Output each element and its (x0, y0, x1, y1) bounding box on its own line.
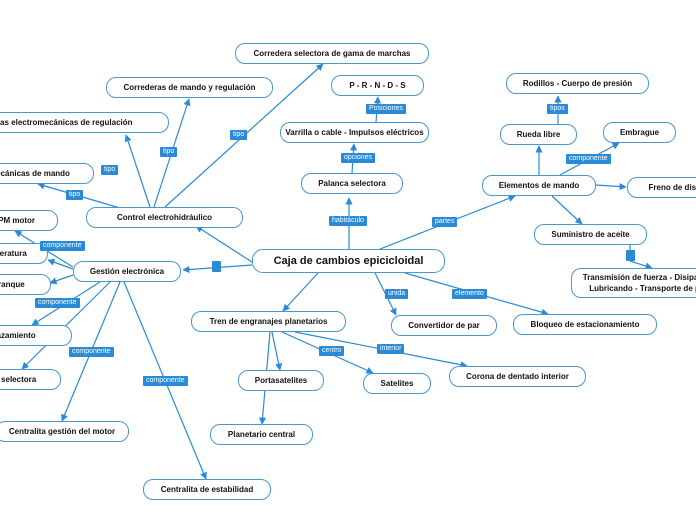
node-suministro-aceite[interactable]: Suministro de aceite (534, 224, 647, 245)
node-convertidor-par[interactable]: Convertidor de par (391, 315, 497, 336)
label-opciones: opciones (341, 153, 376, 163)
node-gestion-electronica[interactable]: Gestión electrónica (73, 261, 181, 282)
label-componente-estabilidad: componente (143, 376, 188, 386)
node-rueda-libre[interactable]: Rueda libre (500, 124, 577, 145)
node-valvulas-mando[interactable]: Válvulas electromecánicas de mando (0, 163, 94, 184)
connector-line (49, 274, 74, 285)
node-control-electrohidraulico[interactable]: Control electrohidráulico (86, 207, 243, 228)
node-portasatelites[interactable]: Portasatelites (238, 370, 324, 391)
label-componente-desplazamiento: componente (35, 298, 80, 308)
node-corona-dentado[interactable]: Corona de dentado interior (449, 366, 586, 387)
root-node[interactable]: Caja de cambios epicicloidal (252, 249, 445, 273)
label-tipos: tipos (547, 104, 568, 114)
node-prnds[interactable]: P - R - N - D - S (331, 75, 424, 96)
node-correderas-mando[interactable]: Correderas de mando y regulación (106, 77, 273, 98)
label-interior: interior (377, 344, 405, 354)
node-freno-disco[interactable]: Freno de disco (627, 177, 696, 198)
node-sensor-desplazamiento[interactable]: Sensor desplazamiento (0, 325, 72, 346)
label-habitaculo: habitáculo (329, 216, 367, 226)
label-partes: partes (432, 217, 458, 227)
label-tipo-mando: tipo (66, 190, 84, 200)
connector-line (551, 195, 583, 225)
collapse-handle-icon[interactable] (212, 261, 221, 272)
node-bloqueo-palanca[interactable]: Bloqueo palanca selectora (0, 369, 61, 390)
node-palanca-selectora[interactable]: Palanca selectora (301, 173, 403, 194)
node-rodillos[interactable]: Rodillos - Cuerpo de presión (506, 73, 649, 94)
node-centralita-estabilidad[interactable]: Centralita de estabilidad (143, 479, 271, 500)
node-satelites[interactable]: Satelites (363, 373, 431, 394)
label-unida: unida (385, 289, 409, 299)
node-tren-engranajes[interactable]: Tren de engranajes planetarios (191, 311, 346, 332)
node-elementos-mando[interactable]: Elementos de mando (482, 175, 596, 196)
connector-line (47, 258, 74, 270)
node-bloqueo-arranque[interactable]: Bloqueo arranque (0, 274, 51, 295)
node-centralita-motor[interactable]: Centralita gestión del motor (0, 421, 129, 442)
expand-handle-icon[interactable] (626, 250, 635, 261)
label-tipo-gama: tipo (230, 130, 248, 140)
connector-line (124, 134, 151, 208)
node-embrague[interactable]: Embrague (603, 122, 676, 143)
node-transmision-fuerza[interactable]: Transmisión de fuerza - Disipando calor … (571, 268, 696, 298)
label-componente-temperatura: componente (40, 241, 85, 251)
label-centro: centro (319, 346, 345, 356)
node-valvulas-regulacion[interactable]: Válvulas electromecánicas de regulación (0, 112, 169, 133)
connector-line (282, 272, 319, 312)
label-posiciones: Posiciones (366, 104, 406, 114)
node-corredera-gama[interactable]: Corredera selectora de gama de marchas (235, 43, 429, 64)
label-tipo-valvulas: tipo (101, 165, 119, 175)
connector-line (629, 260, 653, 270)
connector-line (195, 225, 253, 263)
node-varrilla-cable[interactable]: Varrilla o cable - Impulsos eléctricos (280, 122, 429, 143)
label-componente-embrague: componente (566, 154, 611, 164)
node-planetario-central[interactable]: Planetario central (210, 424, 313, 445)
label-tipo-correderas: tipo (160, 147, 178, 157)
connector-line (595, 182, 627, 191)
node-bloqueo-estacionamiento[interactable]: Bloqueo de estacionamiento (513, 314, 657, 335)
node-sensor-rpm[interactable]: Sensor RPM motor (0, 210, 58, 231)
label-elemento: elemento (452, 289, 487, 299)
label-componente-motor: componente (69, 347, 114, 357)
node-sensor-temperatura[interactable]: Sensor temperatura (0, 243, 48, 264)
connector-line (271, 331, 283, 371)
